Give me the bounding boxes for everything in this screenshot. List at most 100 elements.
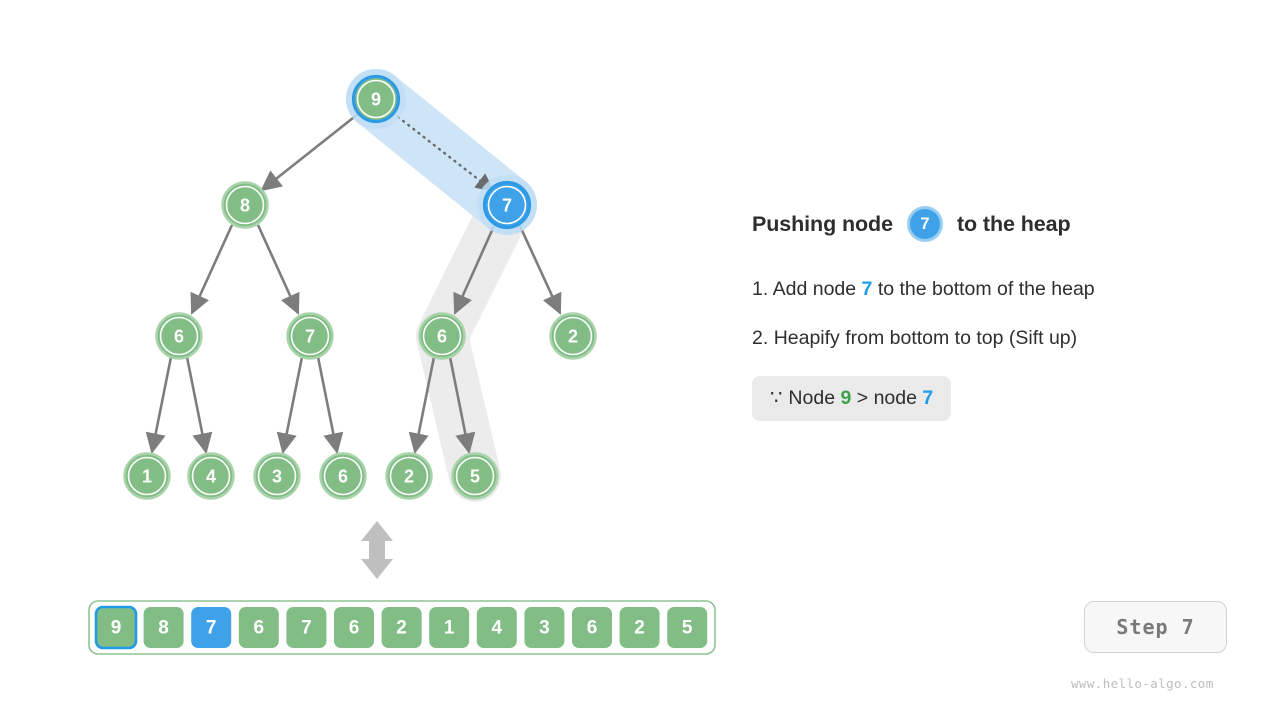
array-cell[interactable]: 2 — [619, 607, 660, 648]
edge-n5-n12 — [448, 356, 476, 455]
tree-node-n0[interactable]: 9 — [351, 74, 401, 124]
tree-node-n10[interactable]: 6 — [319, 452, 367, 500]
array-cell-box — [572, 607, 612, 648]
title-node-badge-value: 7 — [909, 209, 940, 239]
array-cell-value: 6 — [349, 618, 360, 639]
node-value: 7 — [502, 196, 512, 216]
node-value: 7 — [305, 327, 315, 347]
node-value: 2 — [404, 467, 414, 487]
edge-n3-n7 — [145, 356, 173, 455]
array-cell[interactable]: 3 — [524, 607, 565, 648]
array-cell-box — [238, 607, 279, 648]
node-inner-ring — [455, 456, 495, 496]
array-cell[interactable]: 7 — [286, 607, 327, 648]
array-cell-value: 8 — [158, 618, 169, 639]
step-2-before: Heapify from bottom to top (Sift up) — [773, 327, 1078, 349]
array-cell[interactable]: 7 — [191, 607, 232, 648]
array-cell-box — [619, 607, 660, 648]
step-badge: Step 7 — [1084, 601, 1227, 653]
array-cell-box — [143, 607, 184, 648]
array-cell[interactable]: 9 — [94, 605, 138, 650]
array-cell[interactable]: 6 — [238, 607, 279, 648]
node-value: 6 — [437, 327, 447, 347]
note-text-a: Node — [788, 387, 836, 409]
tree-node-n12[interactable]: 5 — [451, 452, 499, 500]
tree-node-n8[interactable]: 4 — [187, 452, 235, 500]
tree-node-n1[interactable]: 8 — [221, 181, 269, 229]
node-inner-ring — [225, 185, 265, 225]
tree-node-n2[interactable]: 7 — [482, 180, 532, 230]
node-value: 8 — [240, 196, 250, 216]
node-inner-ring — [553, 316, 593, 356]
step-1-before: Add node — [772, 278, 857, 300]
title-node-badge: 7 — [906, 206, 943, 242]
array-cell-box — [381, 607, 422, 648]
tree-node-n9[interactable]: 3 — [253, 452, 301, 500]
reason-note: ∵Node 9 > node 7 — [752, 376, 952, 421]
array-cell-value: 9 — [111, 618, 122, 639]
tree-node-n7[interactable]: 1 — [123, 452, 171, 500]
edge-n4-n9 — [276, 356, 304, 455]
edge-n1-n3 — [190, 224, 234, 315]
note-text-b: > — [856, 387, 869, 409]
node-inner-ring — [389, 456, 429, 496]
array-cell-value: 1 — [444, 618, 455, 639]
array-cell-value: 7 — [301, 618, 312, 639]
array-cell-box — [191, 607, 232, 648]
array-cell[interactable]: 8 — [143, 607, 184, 648]
edge-n4-n10 — [316, 356, 344, 455]
edge-n0-n1 — [260, 112, 359, 192]
array-cell-value: 4 — [492, 618, 503, 639]
edge-n3-n8 — [185, 356, 213, 455]
tree-node-n3[interactable]: 6 — [155, 312, 203, 360]
tree-node-n5[interactable]: 6 — [418, 312, 466, 360]
node-inner-ring — [127, 456, 167, 496]
node-value: 5 — [470, 467, 480, 487]
node-value: 4 — [206, 467, 216, 487]
array-cell[interactable]: 4 — [476, 607, 517, 648]
page-title: Pushing node 7 to the heap — [752, 206, 1222, 242]
note-value-b: 7 — [922, 387, 934, 409]
array-cell[interactable]: 1 — [429, 607, 470, 648]
node-inner-ring — [257, 456, 297, 496]
array-cell[interactable]: 6 — [334, 607, 374, 648]
array-cell[interactable]: 6 — [572, 607, 612, 648]
edge-n1-n4 — [256, 224, 300, 315]
tree-node-n6[interactable]: 2 — [549, 312, 597, 360]
because-symbol: ∵ — [770, 387, 783, 409]
node-inner-ring — [487, 185, 527, 225]
step-1-index: 1. — [752, 278, 769, 300]
tree-nodes: 9 8 7 6 7 6 2 1 4 3 6 2 5 — [123, 74, 597, 500]
node-inner-ring — [422, 316, 462, 356]
array-cell-box — [524, 607, 565, 648]
array-cell-value: 6 — [254, 618, 265, 639]
edge-n5-n11 — [408, 356, 436, 455]
step-item-1: 1. Add node 7 to the bottom of the heap — [752, 278, 1222, 301]
node-value: 6 — [338, 467, 348, 487]
info-panel: Pushing node 7 to the heap 1. Add node 7… — [752, 206, 1222, 421]
title-prefix: Pushing node — [752, 211, 893, 236]
highlight-bands — [346, 69, 537, 502]
step-item-2: 2. Heapify from bottom to top (Sift up) — [752, 327, 1222, 350]
tree-node-n11[interactable]: 2 — [385, 452, 433, 500]
array-cell[interactable]: 2 — [381, 607, 422, 648]
array-cell-value: 2 — [634, 618, 645, 639]
note-text-c: node — [873, 387, 917, 409]
node-inner-ring — [191, 456, 231, 496]
node-value: 1 — [142, 467, 152, 487]
array-cell-box — [429, 607, 470, 648]
tree-edges — [145, 112, 562, 455]
node-inner-ring — [290, 316, 330, 356]
array-cell[interactable]: 5 — [667, 607, 708, 648]
array-cell-box — [667, 607, 708, 648]
array-cell-box — [94, 605, 138, 650]
node-value: 2 — [568, 327, 578, 347]
tree-node-n4[interactable]: 7 — [286, 312, 334, 360]
note-value-a: 9 — [840, 387, 852, 409]
watermark: www.hello-algo.com — [1071, 676, 1214, 691]
array-cell-value: 2 — [396, 618, 407, 639]
